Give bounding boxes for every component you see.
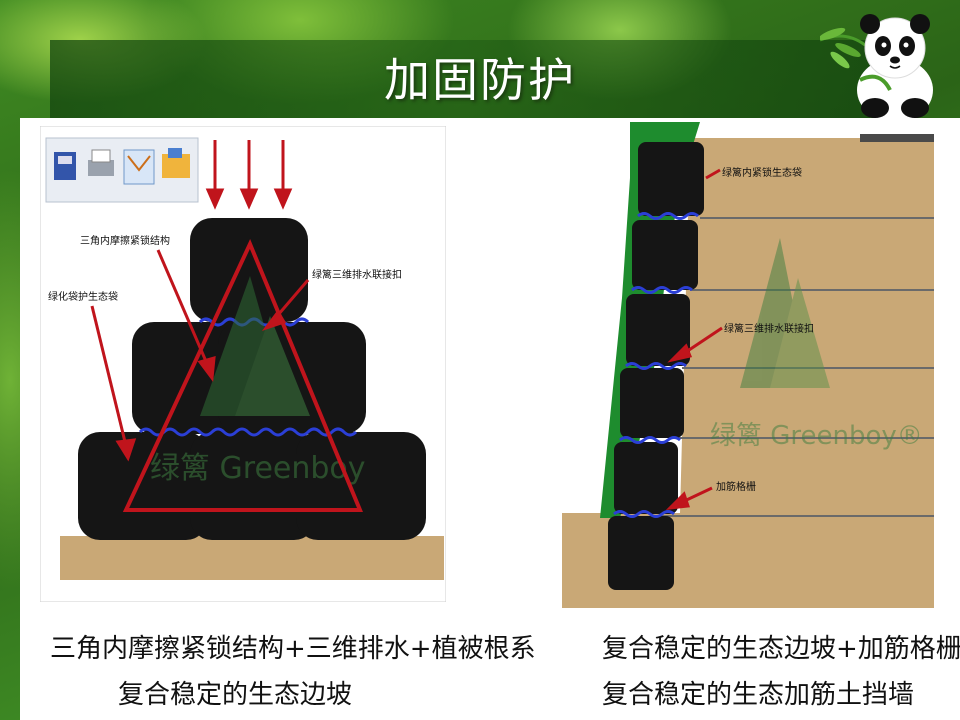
greenboy-watermark-right: 绿篱 Greenboy® (710, 238, 923, 451)
load-arrows (205, 140, 293, 210)
drainage-connectors-right (613, 212, 699, 518)
title-band (50, 40, 870, 118)
right-diagram: 绿篱 Greenboy® 绿篱内紧锁生态袋 绿篱三维排水联接扣 加筋格栅 (560, 118, 934, 608)
right-watermark-text: 绿篱 Greenboy® (710, 421, 923, 451)
greenboy-watermark: 绿篱 Greenboy (150, 276, 366, 486)
right-label-bottom: 加筋格栅 (716, 480, 756, 493)
image-toolbar[interactable] (45, 137, 199, 203)
right-label-pointers (665, 168, 723, 510)
label-drainage: 绿篱三维排水联接扣 (312, 268, 402, 281)
label-triangle-lock: 三角内摩擦紧锁结构 (80, 234, 170, 247)
panda-mascot (820, 14, 933, 120)
right-label-top: 绿篱内紧锁生态袋 (722, 166, 802, 179)
left-watermark-text: 绿篱 Greenboy (150, 451, 366, 486)
right-caption-line2: 复合稳定的生态加筋土挡墙 (602, 680, 915, 710)
save-icon[interactable] (54, 152, 76, 180)
label-pointers (90, 249, 310, 462)
mail-icon[interactable] (123, 149, 155, 185)
left-caption-line2: 复合稳定的生态边坡 (118, 680, 353, 710)
left-caption-line1: 三角内摩擦紧锁结构+三维排水+植被根系 (50, 634, 536, 664)
eco-bag-column (608, 142, 704, 590)
right-label-middle: 绿篱三维排水联接扣 (724, 322, 814, 335)
red-triangle (122, 239, 363, 512)
left-diagram: 绿篱 Greenboy 三角内摩擦紧锁结构 绿化袋护生态袋 绿篱三维排水联接扣 (40, 126, 446, 602)
bamboo-leaves-icon (820, 27, 866, 69)
label-vegetation-bag: 绿化袋护生态袋 (48, 290, 118, 303)
print-icon[interactable] (88, 149, 114, 176)
soil-ground (60, 536, 444, 580)
slide-title: 加固防护 (384, 53, 576, 107)
open-icon[interactable] (162, 148, 190, 178)
right-caption-line1: 复合稳定的生态边坡+加筋格栅 (602, 634, 960, 664)
